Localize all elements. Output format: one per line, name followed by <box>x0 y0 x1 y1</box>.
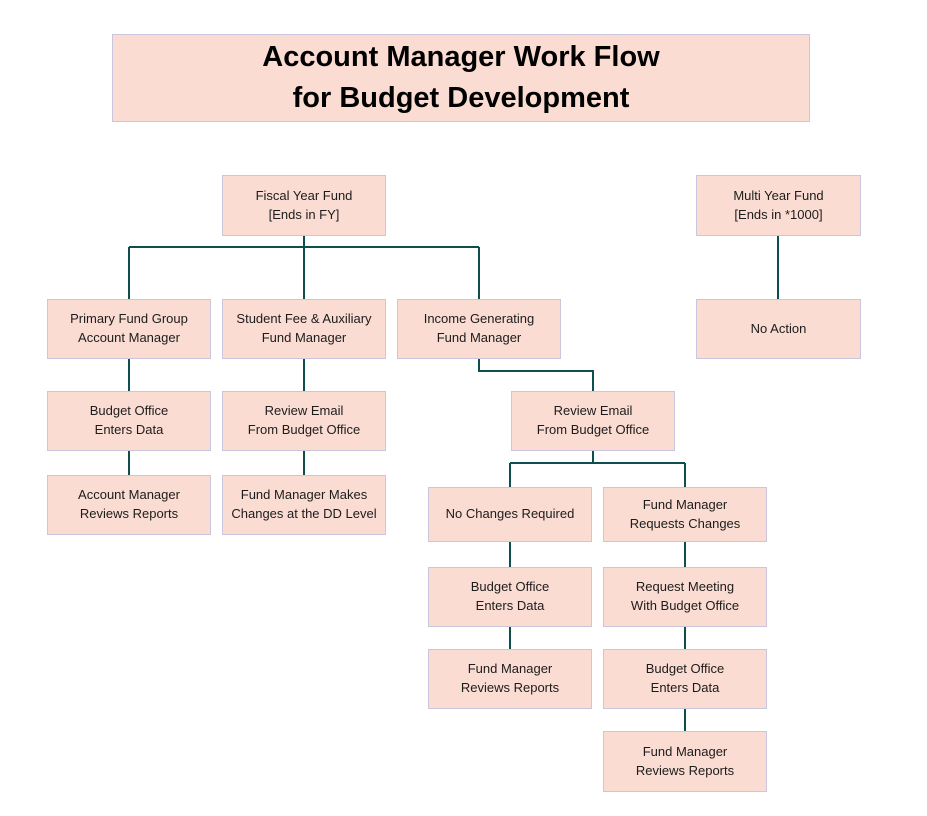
node-primary-fund-group: Primary Fund Group Account Manager <box>47 299 211 359</box>
node-request-meeting: Request Meeting With Budget Office <box>603 567 767 627</box>
node-fiscal-year-fund: Fiscal Year Fund [Ends in FY] <box>222 175 386 236</box>
node-budget-office-enters-data-3: Budget Office Enters Data <box>603 649 767 709</box>
node-student-fee-auxiliary: Student Fee & Auxiliary Fund Manager <box>222 299 386 359</box>
node-account-manager-reviews-reports: Account Manager Reviews Reports <box>47 475 211 535</box>
node-fund-manager-reviews-reports-1: Fund Manager Reviews Reports <box>428 649 592 709</box>
node-review-email-2: Review Email From Budget Office <box>511 391 675 451</box>
node-fund-manager-makes-changes: Fund Manager Makes Changes at the DD Lev… <box>222 475 386 535</box>
node-budget-office-enters-data-1: Budget Office Enters Data <box>47 391 211 451</box>
diagram-title: Account Manager Work Flow for Budget Dev… <box>112 34 810 122</box>
node-income-generating: Income Generating Fund Manager <box>397 299 561 359</box>
edge-income-to-reviewemail <box>478 359 594 391</box>
node-fund-manager-requests-changes: Fund Manager Requests Changes <box>603 487 767 542</box>
node-budget-office-enters-data-2: Budget Office Enters Data <box>428 567 592 627</box>
node-no-changes-required: No Changes Required <box>428 487 592 542</box>
node-review-email-1: Review Email From Budget Office <box>222 391 386 451</box>
node-fund-manager-reviews-reports-2: Fund Manager Reviews Reports <box>603 731 767 792</box>
node-no-action: No Action <box>696 299 861 359</box>
node-multi-year-fund: Multi Year Fund [Ends in *1000] <box>696 175 861 236</box>
